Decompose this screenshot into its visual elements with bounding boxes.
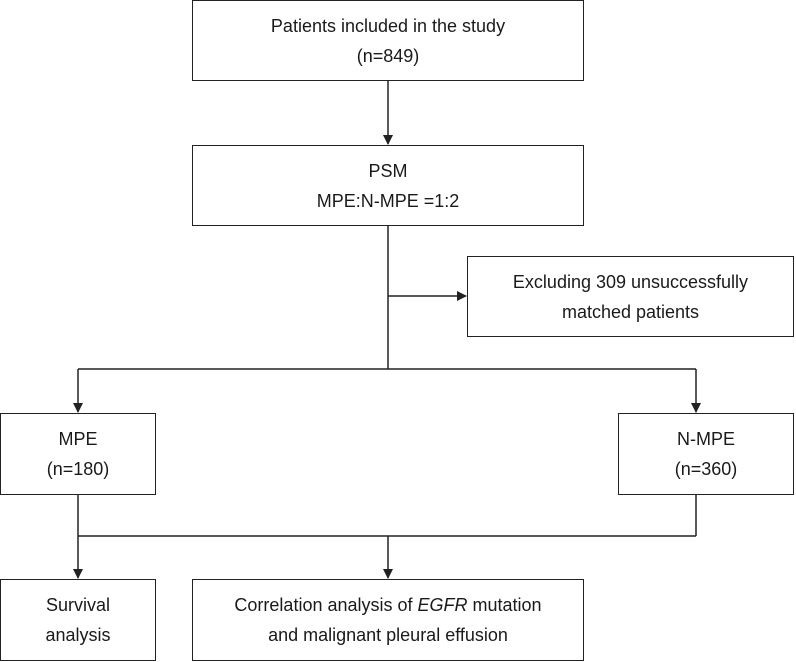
box-excluded: Excluding 309 unsuccessfully matched pat… [467,256,794,337]
box-psm-line1: PSM [368,160,408,181]
box-psm: PSM MPE:N-MPE =1:2 [192,145,584,226]
box-patients-included-line2: (n=849) [356,45,420,66]
box-excluded-line2: matched patients [561,301,700,322]
box-mpe-line2: (n=180) [46,459,110,479]
box-n-mpe-line1: N-MPE [677,429,735,449]
box-survival-analysis: Survival analysis [0,579,156,661]
box-correlation-line1: Correlation analysis of EGFR mutation [234,590,541,620]
box-survival-line2: analysis [45,625,111,645]
correlation-prefix: Correlation analysis of [234,595,418,615]
correlation-gene: EGFR [417,595,468,615]
box-patients-included: Patients included in the study (n=849) [192,0,584,81]
box-correlation-analysis: Correlation analysis of EGFR mutation an… [192,579,584,661]
box-n-mpe: N-MPE (n=360) [618,413,794,495]
box-n-mpe-line2: (n=360) [674,459,738,479]
box-correlation-line2: and malignant pleural effusion [268,625,508,645]
box-mpe-line1: MPE [58,429,98,449]
correlation-suffix: mutation [467,595,542,615]
box-mpe: MPE (n=180) [0,413,156,495]
box-psm-line2: MPE:N-MPE =1:2 [316,190,460,211]
box-patients-included-line1: Patients included in the study [270,15,506,36]
box-excluded-line1: Excluding 309 unsuccessfully [512,271,749,292]
box-survival-line1: Survival [45,595,111,615]
